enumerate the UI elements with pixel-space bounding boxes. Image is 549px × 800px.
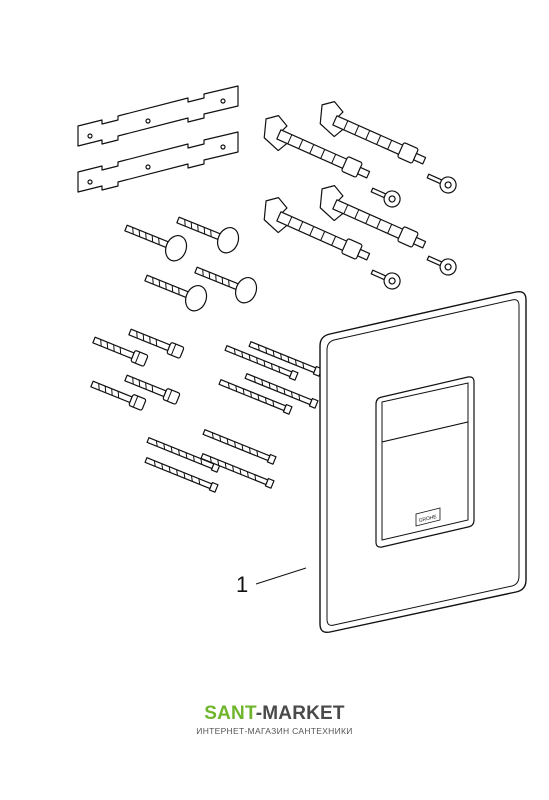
callout-leader	[255, 567, 307, 585]
brand-logo-part2: MARKET	[262, 703, 345, 724]
small-screw	[368, 264, 404, 293]
flush-button	[375, 376, 475, 548]
brand-tagline: ИНТЕРНЕТ-МАГАЗИН САНТЕХНИКИ	[196, 726, 353, 736]
small-screw	[368, 182, 404, 211]
grohe-logo-text: GROHE	[418, 514, 438, 524]
callout-number: 1	[236, 572, 249, 597]
long-screw	[217, 377, 293, 415]
brand-logo-part1: SANT	[204, 703, 256, 724]
brand-logo-separator: -	[255, 703, 263, 724]
brand-logo: SANT-MARKET	[0, 703, 549, 725]
small-screw	[424, 168, 460, 197]
grohe-logo: GROHE	[415, 507, 441, 527]
anchor-rod	[255, 110, 376, 189]
anchor-rod	[311, 180, 432, 259]
small-screw	[424, 250, 460, 279]
anchor-rod	[255, 192, 376, 271]
mounting-bracket	[77, 85, 239, 147]
flush-plate: GROHE	[319, 290, 527, 634]
long-screw	[243, 371, 319, 409]
